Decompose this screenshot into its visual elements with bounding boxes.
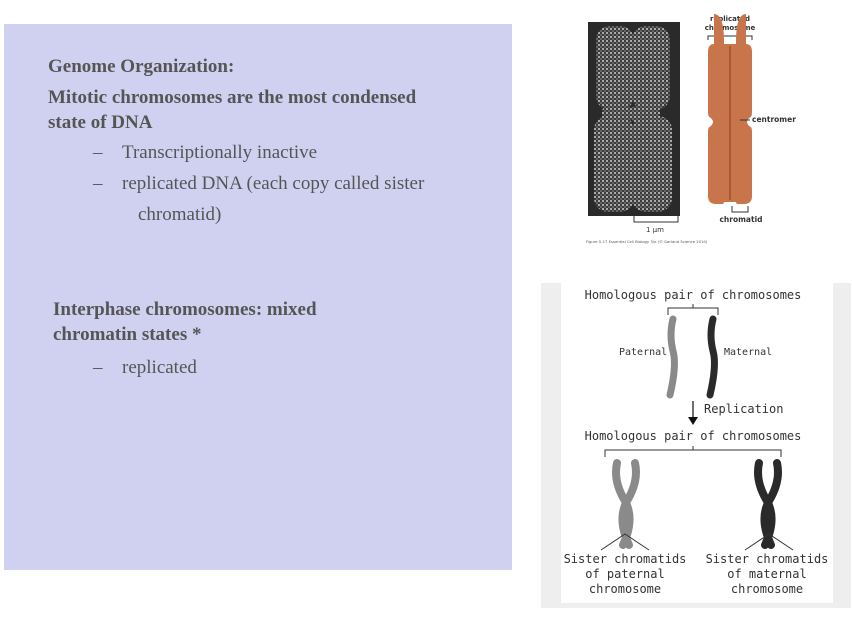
replicated-bracket bbox=[707, 35, 753, 40]
label-replicated-line1: replicated bbox=[710, 15, 750, 23]
heading-mitotic-line1: Mitotic chromosomes are the most condens… bbox=[48, 87, 417, 108]
bullet-dash: – bbox=[93, 357, 103, 378]
diagram-panel: Homologous pair of chromosomes Paternal … bbox=[561, 283, 833, 603]
bullet-text: Transcriptionally inactive bbox=[122, 142, 318, 163]
maternal-sister-chromatids bbox=[754, 459, 782, 549]
replication-arrowhead bbox=[688, 417, 698, 425]
diagram-svg: Homologous pair of chromosomes Paternal … bbox=[564, 288, 829, 596]
scale-bar bbox=[633, 216, 679, 223]
paternal-pointer-lines bbox=[600, 533, 650, 551]
label-maternal: Maternal bbox=[724, 347, 772, 358]
bullet-text: replicated DNA (each copy called sister bbox=[122, 173, 425, 194]
heading-interphase-line2: chromatin states * bbox=[53, 324, 202, 345]
top-bracket bbox=[667, 304, 719, 315]
sister-maternal-line3: chromosome bbox=[731, 582, 803, 596]
text-panel: Genome Organization: Mitotic chromosomes… bbox=[4, 24, 512, 570]
label-paternal: Paternal bbox=[619, 347, 667, 358]
homologous-pair-diagram: Homologous pair of chromosomes Paternal … bbox=[541, 283, 851, 608]
chromatid-bracket bbox=[731, 206, 749, 213]
heading-interphase-chromosomes: Interphase chromosomes: mixed chromatin … bbox=[53, 297, 317, 347]
sister-paternal-line1: Sister chromatids bbox=[564, 552, 687, 566]
sister-maternal-line1: Sister chromatids bbox=[706, 552, 829, 566]
sister-maternal-line2: of maternal bbox=[727, 567, 806, 581]
paternal-sister-chromatids bbox=[612, 459, 640, 549]
label-centromer: centromer bbox=[752, 115, 796, 124]
label-replication: Replication bbox=[704, 402, 783, 416]
drawn-chromosome bbox=[708, 14, 752, 204]
bullet-dash: – bbox=[93, 142, 103, 163]
diagram-title-middle: Homologous pair of chromosomes bbox=[585, 429, 802, 443]
bullet-continuation: chromatid) bbox=[138, 204, 222, 225]
heading-mitotic-line2: state of DNA bbox=[48, 112, 153, 133]
micrograph-chromosome bbox=[594, 26, 672, 212]
heading-interphase-line1: Interphase chromosomes: mixed bbox=[53, 299, 317, 320]
chromosome-figure: 1 µm replicated chromosome centromer chr… bbox=[586, 14, 796, 244]
bullet-dash: – bbox=[93, 173, 103, 194]
heading-mitotic-chromosomes: Mitotic chromosomes are the most condens… bbox=[48, 85, 488, 135]
sister-paternal-line3: chromosome bbox=[589, 582, 661, 596]
sister-paternal-line2: of paternal bbox=[585, 567, 664, 581]
scale-label: 1 µm bbox=[646, 226, 664, 234]
heading-genome-organization: Genome Organization: bbox=[48, 56, 235, 77]
figure-caption: Figure 5-17 Essential Cell Biology 3/e (… bbox=[586, 239, 708, 244]
label-replicated-line2: chromosome bbox=[705, 24, 756, 32]
maternal-chromosome bbox=[706, 315, 718, 399]
label-chromatid: chromatid bbox=[719, 215, 762, 224]
paternal-chromosome bbox=[666, 315, 678, 399]
maternal-pointer-lines bbox=[744, 533, 794, 551]
diagram-title-top: Homologous pair of chromosomes bbox=[585, 288, 802, 302]
middle-bracket bbox=[604, 446, 782, 457]
bullet-text: replicated bbox=[122, 357, 197, 378]
